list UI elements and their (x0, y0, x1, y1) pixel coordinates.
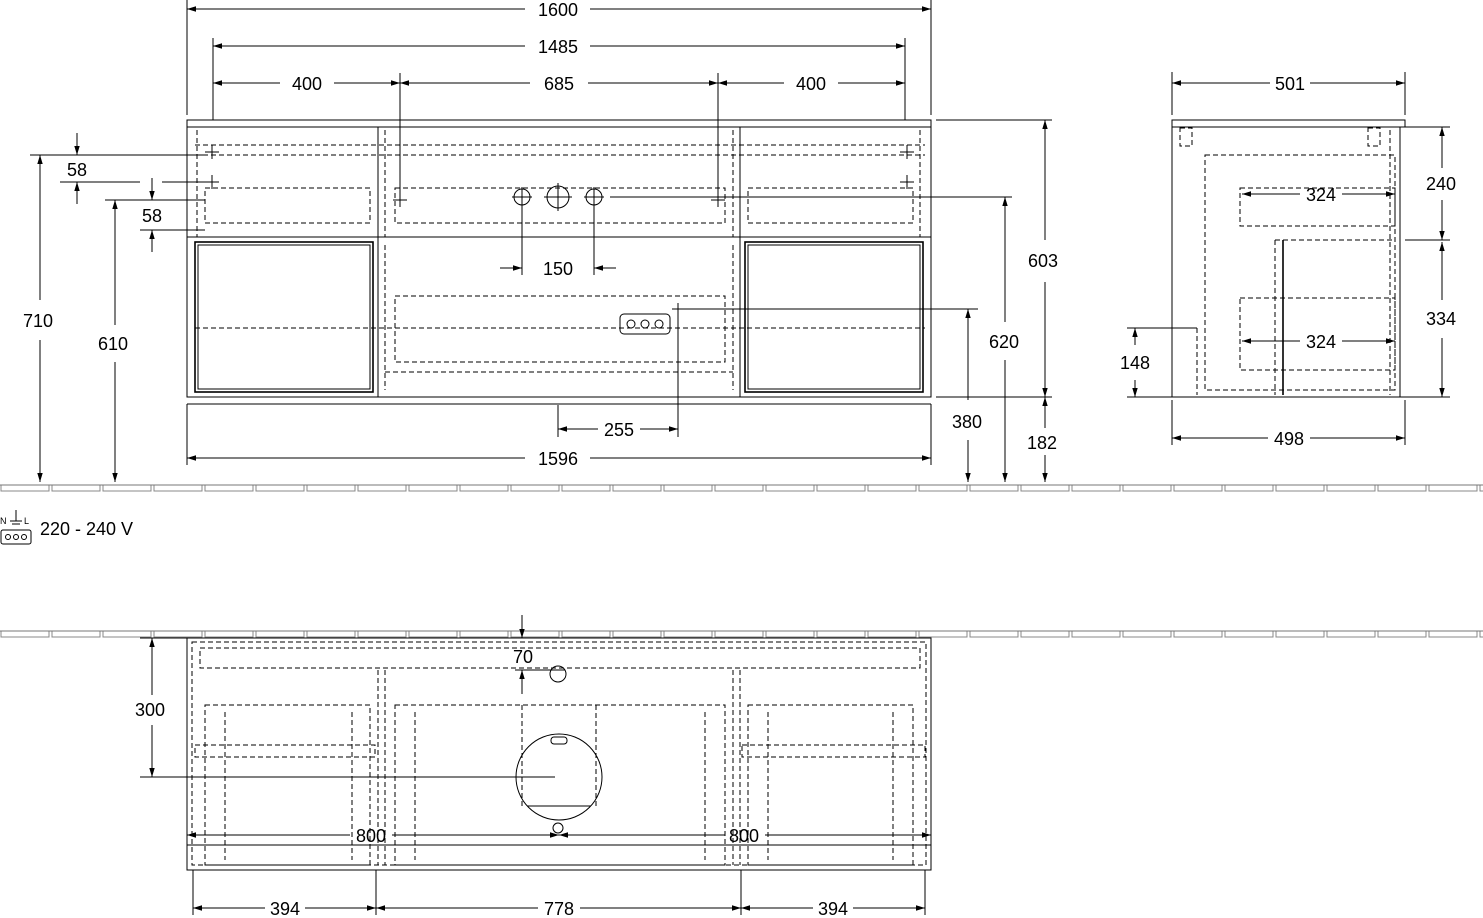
dim-floor-gap: 182 (1027, 433, 1057, 453)
side-dimensions: 501 324 324 240 334 148 498 (1120, 72, 1456, 449)
floor-line-front (0, 484, 1483, 492)
socket-icon: N L (0, 510, 32, 545)
dim-height-body: 603 (1028, 251, 1058, 271)
dim-right-half: 800 (729, 826, 759, 846)
tap-hole-left-icon (512, 187, 532, 207)
dim-width-overall: 1600 (538, 0, 578, 20)
dim-upper-height: 240 (1426, 174, 1456, 194)
dim-height-620: 620 (989, 332, 1019, 352)
front-view (186, 119, 978, 437)
dim-left-bay: 394 (270, 899, 300, 918)
dim-left-section: 400 (292, 74, 322, 94)
svg-text:N: N (0, 516, 7, 526)
tap-hole-center-icon (544, 183, 572, 211)
dim-height-380: 380 (952, 412, 982, 432)
dim-tap-spacing: 150 (543, 259, 573, 279)
tap-hole-right-icon (584, 187, 604, 207)
dim-socket-offset: 255 (604, 420, 634, 440)
dim-plinth-height: 148 (1120, 353, 1150, 373)
dim-width-top: 1485 (538, 37, 578, 57)
socket-icon (619, 313, 671, 335)
floor-line-top (0, 630, 1483, 638)
dim-lower-height: 334 (1426, 309, 1456, 329)
dim-upper-depth: 324 (1306, 185, 1336, 205)
dim-width-bottom: 1596 (538, 449, 578, 469)
dim-drawer-gap-top: 58 (67, 160, 87, 180)
power-legend: N L 220 - 240 V (0, 510, 133, 545)
dim-lower-depth: 324 (1306, 332, 1336, 352)
front-dimensions: 1600 1485 400 685 400 710 610 58 58 (23, 0, 1058, 482)
side-view (1171, 119, 1406, 398)
voltage-label: 220 - 240 V (40, 519, 133, 539)
dim-wall-offset: 70 (513, 647, 533, 667)
basin-outline-icon (515, 665, 603, 834)
dim-center-section: 685 (544, 74, 574, 94)
top-dimensions: 300 70 800 800 394 778 394 (135, 615, 931, 918)
dim-drawer-gap-second: 58 (142, 206, 162, 226)
dim-right-section: 400 (796, 74, 826, 94)
dim-depth-top: 501 (1275, 74, 1305, 94)
dim-height-total: 710 (23, 311, 53, 331)
dim-depth-bottom: 498 (1274, 429, 1304, 449)
dim-top-depth: 300 (135, 700, 165, 720)
svg-text:L: L (24, 516, 29, 526)
dim-center-bay: 778 (544, 899, 574, 918)
dim-height-to-panel: 610 (98, 334, 128, 354)
dim-left-half: 800 (356, 826, 386, 846)
dim-right-bay: 394 (818, 899, 848, 918)
